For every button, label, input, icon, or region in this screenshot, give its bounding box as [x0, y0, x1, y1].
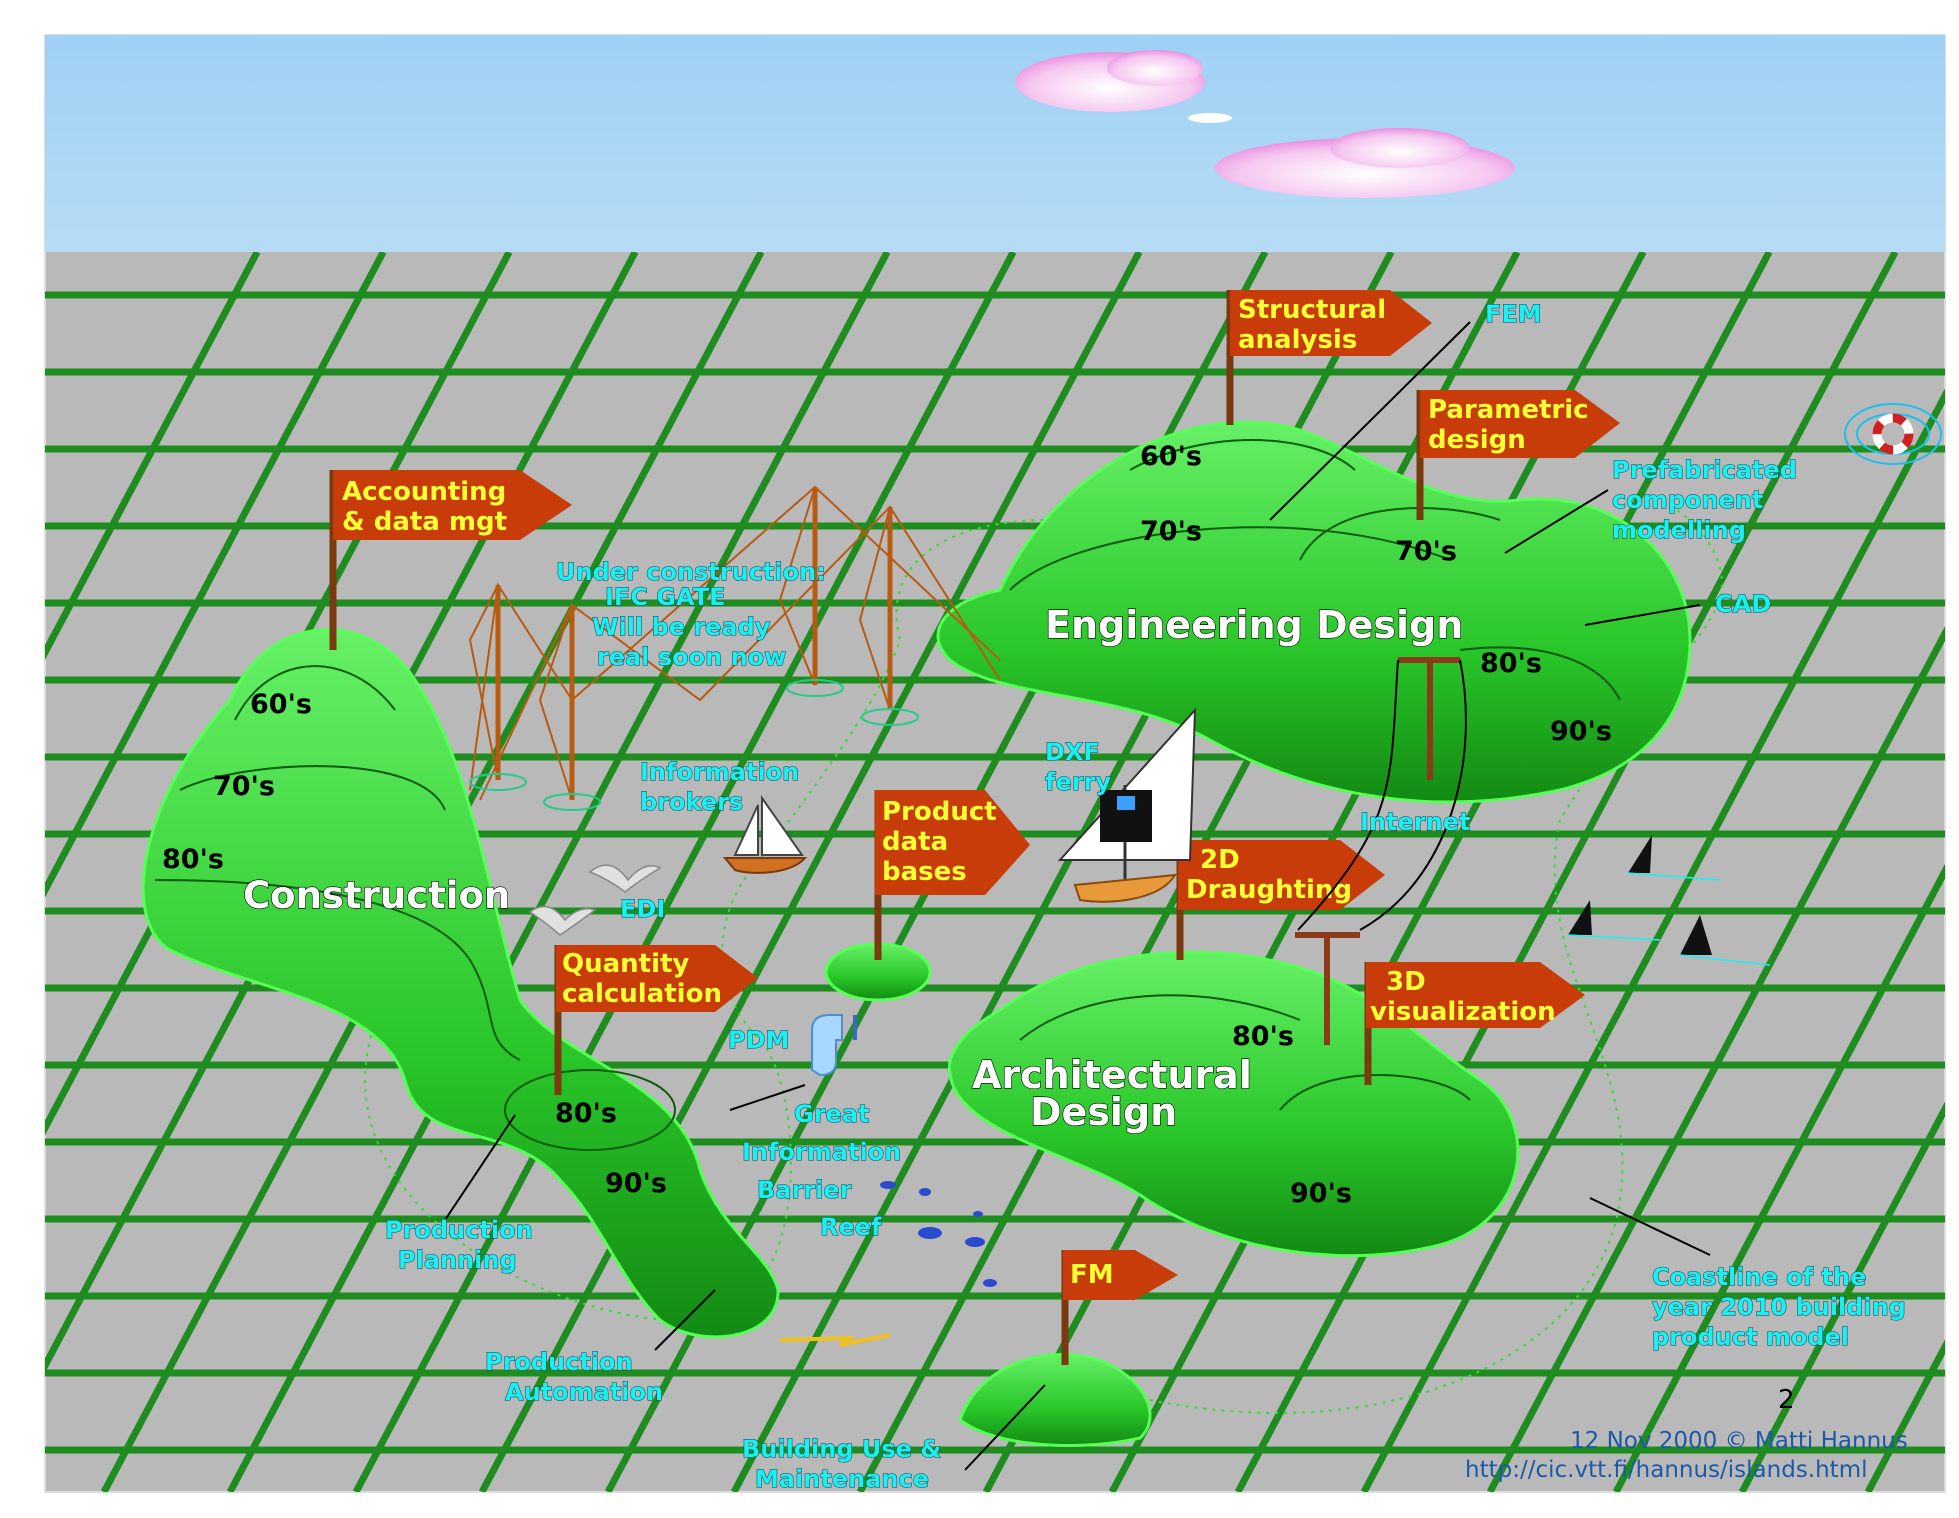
barrier-label-1: Great — [794, 1100, 869, 1128]
bridge-label-1: Under construction: — [556, 558, 826, 586]
engineering-era-70s: 70's — [1140, 516, 1202, 547]
engineering-design-title: Engineering Design — [1045, 603, 1463, 647]
coastline-label-3: product model — [1652, 1323, 1849, 1351]
flag-accounting-line2: & data mgt — [342, 507, 507, 537]
bridge-label-2: IFC GATE — [605, 583, 725, 611]
flag-2d-line2: Draughting — [1186, 875, 1352, 905]
building-use-label-2: Maintenance — [755, 1465, 929, 1493]
production-automation-label-2: Automation — [505, 1378, 663, 1406]
flag-structural-line2: analysis — [1238, 325, 1357, 355]
credit-text: 12 Nov 2000 © Matti Hannus — [1570, 1428, 1908, 1454]
flag-2d-line1: 2D — [1200, 845, 1240, 875]
barrier-label-2: Information — [742, 1138, 901, 1166]
construction-era-80s: 80's — [162, 844, 224, 875]
edi-label: EDI — [620, 895, 665, 923]
pdm-label: PDM — [728, 1026, 789, 1054]
engineering-era-90s: 90's — [1550, 716, 1612, 747]
architectural-title-line2: Design — [1030, 1090, 1177, 1134]
dxf-ferry-label-1: DXF — [1045, 738, 1100, 766]
coastline-label-1: Coastline of the — [1652, 1263, 1866, 1291]
construction-era-60s: 60's — [250, 689, 312, 720]
cad-label: CAD — [1715, 590, 1771, 618]
construction-era-80s-b: 80's — [555, 1098, 617, 1129]
production-planning-label-2: Planning — [398, 1246, 517, 1274]
engineering-era-60s: 60's — [1140, 441, 1202, 472]
flag-product-line2: data — [882, 827, 948, 857]
flag-product-line1: Product — [882, 797, 997, 827]
building-use-label-1: Building Use & — [742, 1435, 941, 1463]
flag-parametric-line2: design — [1428, 425, 1526, 455]
page-number: 2 — [1778, 1385, 1795, 1415]
sky — [45, 35, 1945, 252]
source-url[interactable]: http://cic.vtt.fi/hannus/islands.html — [1465, 1457, 1868, 1483]
reef-label: Reef — [820, 1213, 882, 1241]
flag-quantity-line1: Quantity — [562, 949, 689, 979]
fem-label: FEM — [1485, 300, 1542, 328]
engineering-era-80s: 80's — [1480, 648, 1542, 679]
prefab-label-1: Prefabricated — [1612, 456, 1797, 484]
flag-product-line3: bases — [882, 857, 967, 887]
construction-title: Construction — [243, 874, 510, 917]
bridge-label-3: Will be ready — [592, 613, 771, 641]
flag-fm-line1: FM — [1070, 1260, 1114, 1290]
dxf-ferry-label-2: ferry — [1045, 768, 1111, 796]
prefab-label-3: modelling — [1612, 516, 1746, 544]
internet-label: Internet — [1360, 808, 1470, 836]
architectural-era-90s: 90's — [1290, 1178, 1352, 1209]
bridge-label-4: real soon now — [597, 643, 786, 671]
flag-accounting-line1: Accounting — [342, 477, 506, 507]
prefab-label-2: component — [1612, 486, 1763, 514]
flag-parametric-line1: Parametric — [1428, 395, 1589, 425]
info-brokers-label-2: brokers — [640, 788, 743, 816]
construction-era-90s: 90's — [605, 1168, 667, 1199]
info-brokers-label-1: Information — [640, 758, 799, 786]
flag-structural-line1: Structural — [1238, 295, 1386, 325]
flag-3d-line1: 3D — [1386, 967, 1426, 997]
barrier-label-3: Barrier — [757, 1176, 852, 1204]
production-automation-label-1: Production — [485, 1348, 633, 1376]
construction-era-70s: 70's — [213, 771, 275, 802]
architectural-era-80s: 80's — [1232, 1021, 1294, 1052]
flag-3d-line2: visualization — [1370, 997, 1556, 1027]
engineering-era-70s-b: 70's — [1395, 536, 1457, 567]
coastline-label-2: year 2010 building — [1652, 1293, 1906, 1321]
production-planning-label-1: Production — [385, 1216, 533, 1244]
flag-quantity-line2: calculation — [562, 979, 722, 1009]
